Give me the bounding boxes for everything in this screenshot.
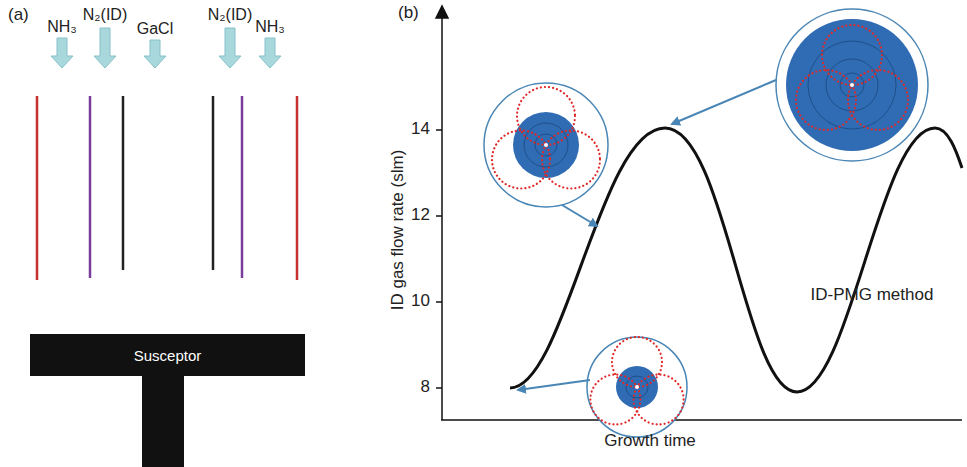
inset-pointers xyxy=(518,80,776,390)
axis-title: ID gas flow rate (slm) xyxy=(389,150,408,311)
inset-middle xyxy=(484,83,608,207)
inset-high xyxy=(776,9,928,161)
inset-low xyxy=(587,337,687,437)
panel-letter: (b) xyxy=(398,4,419,23)
gas-name: N₂(ID) xyxy=(83,6,127,24)
axes xyxy=(436,6,962,420)
gas-name: NH₃ xyxy=(255,18,285,36)
gas-name: GaCl xyxy=(137,20,173,38)
tick-label: 10 xyxy=(411,292,430,311)
node-text: Susceptor xyxy=(134,347,202,364)
panel-letter: (a) xyxy=(8,6,29,25)
axis-title: Growth time xyxy=(604,432,696,451)
nozzle-walls xyxy=(37,96,297,280)
tick-label: 12 xyxy=(411,206,430,225)
susceptor-plate: Susceptor xyxy=(30,334,305,376)
gas-name: NH₃ xyxy=(47,18,77,36)
tick-label: 8 xyxy=(421,378,430,397)
susceptor-stem xyxy=(142,374,184,467)
curve-label: ID-PMG method xyxy=(811,286,934,305)
tick-label: 14 xyxy=(411,120,430,139)
gas-name: N₂(ID) xyxy=(208,6,252,24)
